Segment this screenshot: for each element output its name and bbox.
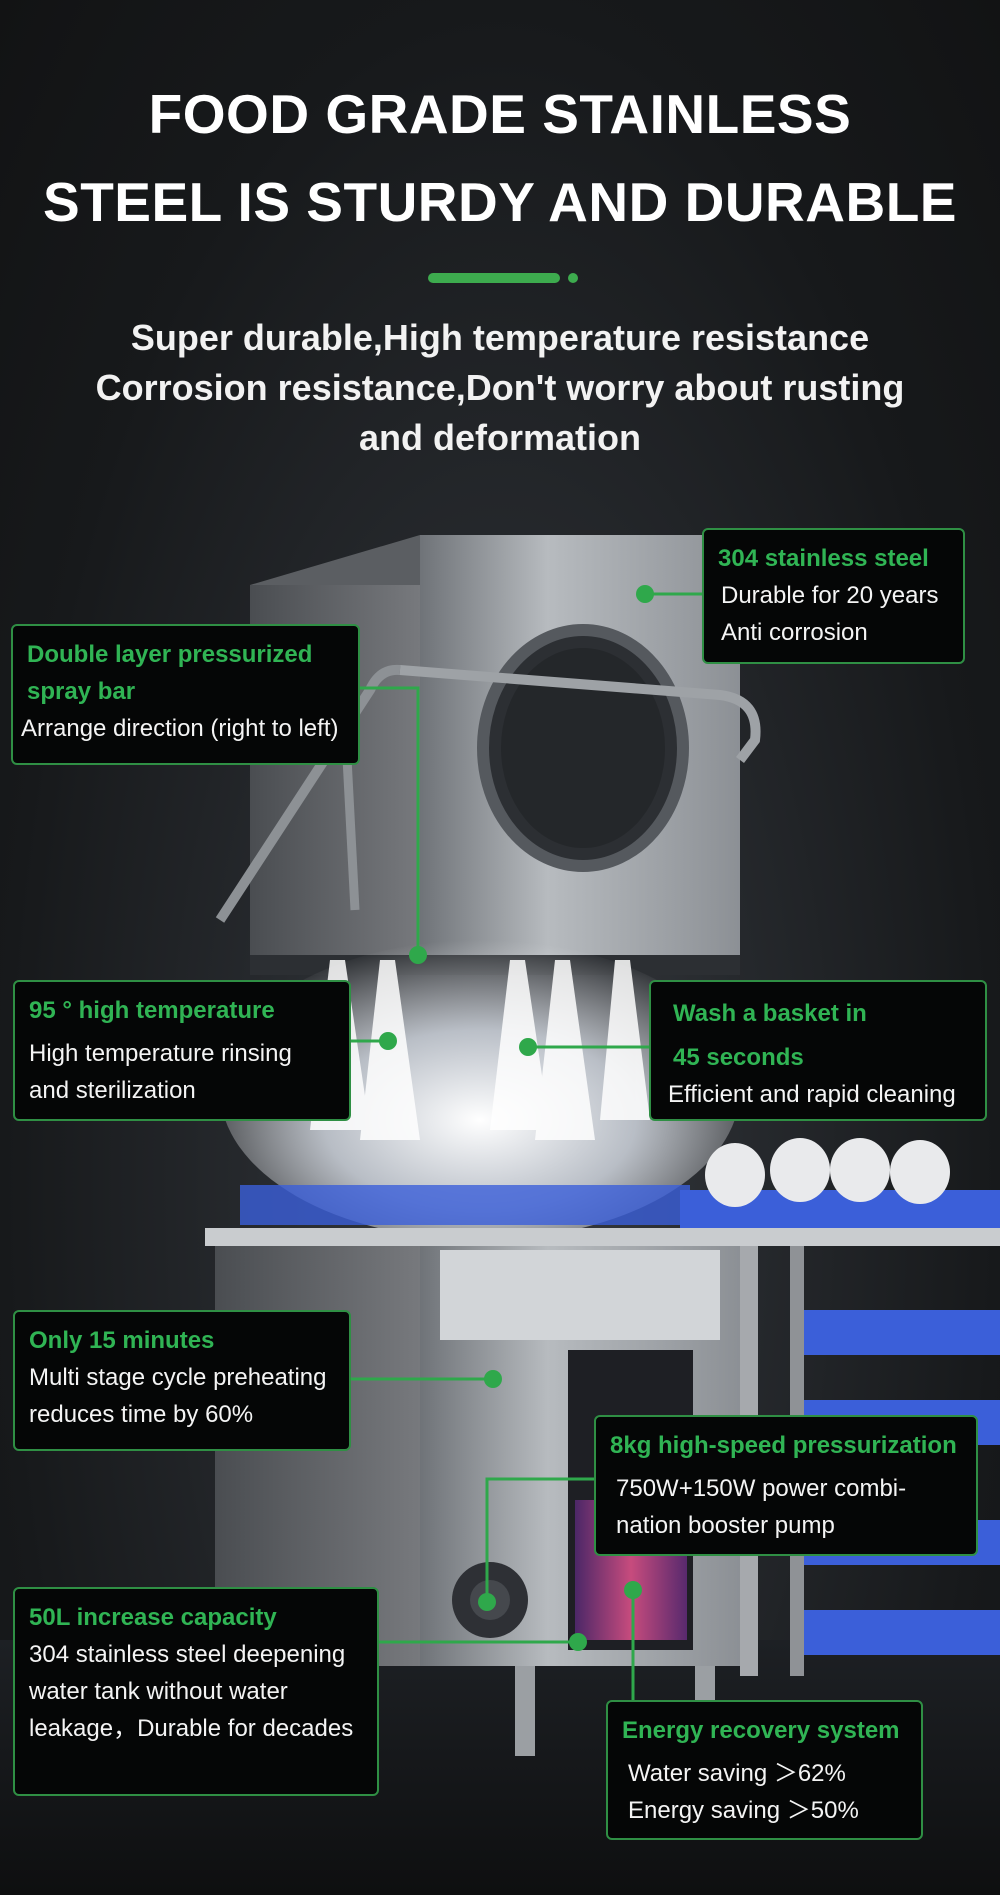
callout-wash-basket: Wash a basket in 45 seconds Efficient an…: [649, 980, 987, 1121]
headline-line-2: STEEL IS STURDY AND DURABLE: [43, 171, 957, 233]
callout-title: Double layer pressurized: [27, 641, 313, 668]
callout-pressurization: 8kg high-speed pressurization 750W+150W …: [594, 1415, 978, 1556]
callout-title: Energy recovery system: [622, 1717, 900, 1744]
callout-title: Only 15 minutes: [29, 1327, 215, 1354]
callout-title: 304 stainless steel: [718, 545, 929, 572]
callout-high-temperature: 95 ° high temperature High temperature r…: [13, 980, 351, 1121]
callout-line: High temperature rinsing: [29, 1040, 292, 1067]
subheadline-line-2: Corrosion resistance,Don't worry about r…: [95, 367, 905, 408]
callout-line: and sterilization: [29, 1077, 196, 1104]
callout-title: 95 ° high temperature: [29, 997, 275, 1024]
callout-fifteen-minutes: Only 15 minutes Multi stage cycle prehea…: [13, 1310, 351, 1451]
callout-title: Wash a basket in: [673, 1000, 867, 1027]
callout-line: Durable for 20 years: [721, 582, 939, 609]
callout-energy-recovery: Energy recovery system Water saving ＞62%…: [606, 1700, 923, 1840]
callout-line: Efficient and rapid cleaning: [668, 1081, 956, 1108]
callout-line: nation booster pump: [616, 1512, 835, 1539]
callout-title: 50L increase capacity: [29, 1604, 277, 1631]
subheadline-line-1: Super durable,High temperature resistanc…: [130, 317, 870, 358]
divider-bar: [428, 273, 560, 283]
headline-line-1: FOOD GRADE STAINLESS: [148, 83, 852, 145]
callout-line: Energy saving ＞50%: [628, 1797, 859, 1824]
callout-line: 750W+150W power combi-: [616, 1475, 907, 1502]
callout-line: reduces time by 60%: [29, 1401, 254, 1428]
callout-title: spray bar: [27, 678, 136, 705]
subheadline-line-3: and deformation: [358, 417, 641, 458]
callout-line: water tank without water: [29, 1678, 288, 1705]
callout-line: Multi stage cycle preheating: [29, 1364, 327, 1391]
callout-line: 304 stainless steel deepening: [29, 1641, 346, 1668]
callout-title: 8kg high-speed pressurization: [610, 1432, 957, 1459]
callout-capacity: 50L increase capacity 304 stainless stee…: [13, 1587, 379, 1796]
callout-stainless-steel: 304 stainless steel Durable for 20 years…: [702, 528, 965, 664]
headline: FOOD GRADE STAINLESS STEEL IS STURDY AND…: [0, 70, 1000, 246]
subheadline: Super durable,High temperature resistanc…: [0, 313, 1000, 463]
callout-line: Arrange direction (right to left): [21, 715, 339, 742]
callout-line: Water saving ＞62%: [628, 1760, 846, 1787]
callout-line: Anti corrosion: [721, 619, 868, 646]
callout-spray-bar: Double layer pressurized spray bar Arran…: [11, 624, 360, 765]
callout-line: leakage，Durable for decades: [29, 1715, 354, 1742]
callout-title: 45 seconds: [673, 1044, 804, 1071]
divider-dot: [568, 273, 578, 283]
